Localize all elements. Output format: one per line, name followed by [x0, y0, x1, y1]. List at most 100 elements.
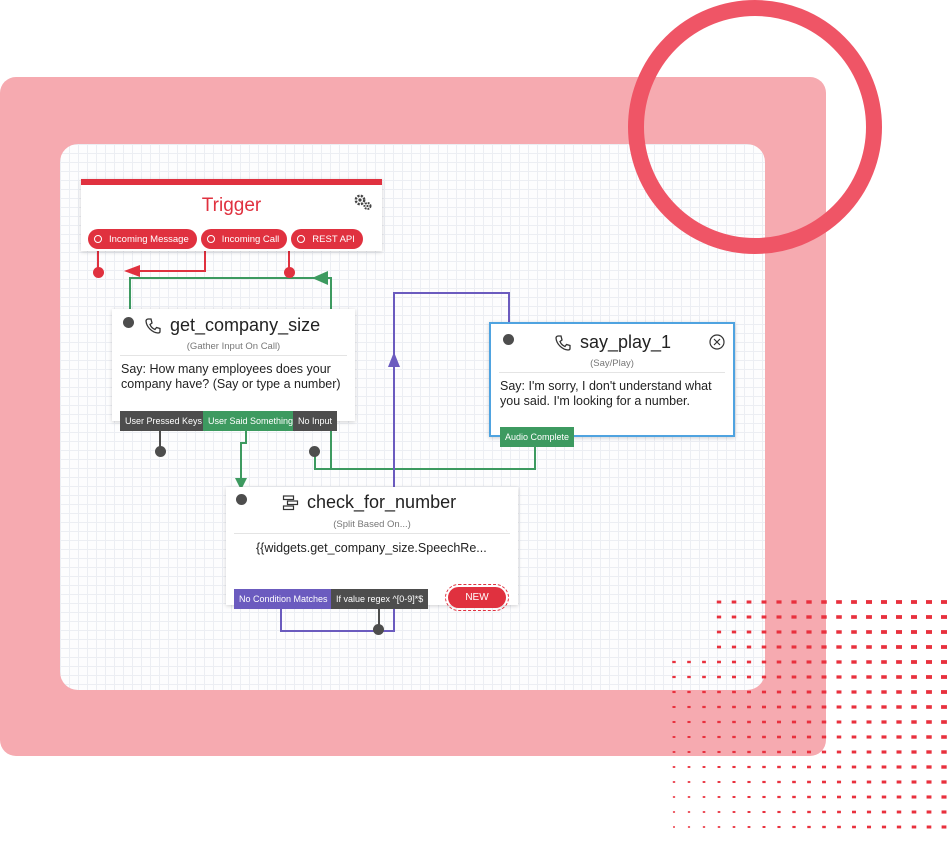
decor-dot [792, 765, 796, 769]
decor-dot [672, 751, 676, 753]
decor-dot [776, 630, 782, 634]
decor-dot [672, 660, 676, 664]
phone-icon [145, 317, 161, 334]
input-handle[interactable] [123, 317, 134, 328]
decor-dot [702, 781, 706, 783]
decor-dot [866, 780, 872, 784]
decor-dot [806, 630, 812, 634]
divider [499, 372, 725, 373]
decor-dot [881, 735, 887, 739]
new-condition-button[interactable]: NEW [445, 584, 509, 611]
widget-check-for-number[interactable]: check_for_number (Split Based On...) {{w… [226, 487, 518, 609]
phone-icon [555, 334, 571, 351]
decor-dot [821, 630, 827, 634]
decor-dot [747, 735, 751, 739]
decor-dot [911, 765, 917, 769]
decor-dot [731, 615, 737, 619]
pill-incoming-message[interactable]: Incoming Message [88, 229, 197, 249]
tag-no-condition-matches[interactable]: No Condition Matches [234, 589, 333, 609]
decor-dot [896, 825, 902, 829]
handle-incoming-message[interactable] [93, 267, 104, 278]
decor-dot [881, 675, 887, 679]
decor-dot [881, 690, 887, 694]
widget-body: Say: How many employees does your compan… [121, 362, 341, 391]
decor-dot [926, 600, 932, 604]
decor-dot [881, 780, 887, 784]
decor-dot [807, 765, 811, 769]
decor-dot [851, 615, 857, 619]
decorative-ring [628, 0, 882, 254]
pill-rest-api[interactable]: REST API [291, 229, 363, 249]
decor-dot [851, 780, 857, 784]
decor-dot [866, 735, 872, 739]
decor-dot [941, 765, 947, 769]
gear-icon[interactable] [352, 191, 374, 213]
decor-dot [791, 615, 797, 619]
decorative-dot-grid [672, 600, 947, 829]
widget-get-company-size[interactable]: get_company_size (Gather Input On Call) … [112, 309, 355, 431]
decor-dot [941, 660, 947, 664]
decor-dot [746, 675, 752, 679]
tag-user-said-something[interactable]: User Said Something [203, 411, 299, 431]
decor-dot [837, 825, 841, 829]
decor-dot [776, 645, 782, 649]
decor-dot [926, 630, 932, 634]
tag-no-input[interactable]: No Input [293, 411, 338, 431]
decor-dot [747, 765, 751, 769]
tag-if-value-regex[interactable]: If value regex ^[0-9]*$ [331, 589, 429, 609]
decor-dot [836, 735, 842, 739]
decor-dot [821, 705, 827, 709]
tag-audio-complete[interactable]: Audio Complete [500, 427, 575, 447]
decor-dot [702, 660, 706, 664]
widget-say-play-1[interactable]: say_play_1 (Say/Play) Say: I'm sorry, I … [489, 322, 735, 447]
pill-incoming-call[interactable]: Incoming Call [200, 229, 288, 249]
decor-dot [792, 810, 796, 814]
decor-dot [941, 705, 947, 709]
trigger-pill-row: Incoming Message Incoming Call REST API [88, 229, 363, 249]
handle-rest-api[interactable] [284, 267, 295, 278]
decor-dot [747, 750, 751, 754]
decor-dot [807, 825, 811, 829]
decor-dot [687, 781, 691, 783]
input-handle[interactable] [503, 334, 514, 345]
decor-dot [881, 750, 887, 754]
decor-dot [941, 690, 947, 694]
decor-dot [836, 765, 842, 769]
decor-dot [791, 735, 797, 739]
decor-dot [717, 705, 721, 709]
decor-dot [911, 675, 917, 679]
decor-dot [732, 765, 736, 769]
decor-dot [762, 750, 766, 754]
decor-dot [777, 750, 781, 754]
decor-dot [747, 780, 751, 784]
decor-dot [776, 705, 782, 709]
decor-dot [866, 600, 872, 604]
decor-dot [926, 810, 932, 814]
decor-dot [702, 720, 706, 724]
handle-if-value-regex[interactable] [373, 624, 384, 635]
decor-dot [731, 600, 737, 604]
decor-dot [761, 600, 767, 604]
decor-dot [896, 690, 902, 694]
decor-dot [851, 645, 857, 649]
decor-dot [806, 690, 812, 694]
decor-dot [687, 675, 691, 679]
input-handle[interactable] [236, 494, 247, 505]
trigger-widget[interactable]: Trigger Incoming Message Incoming Call R… [81, 179, 382, 251]
decor-dot [941, 795, 947, 799]
close-icon[interactable] [709, 334, 725, 350]
decor-dot [672, 781, 676, 783]
decor-dot [672, 766, 676, 768]
handle-user-pressed-keys[interactable] [155, 446, 166, 457]
decor-dot [792, 825, 796, 829]
decor-dot [866, 675, 872, 679]
decor-dot [911, 780, 917, 784]
handle-no-input[interactable] [309, 446, 320, 457]
decor-dot [746, 660, 752, 664]
decor-dot [866, 750, 872, 754]
decor-dot [881, 720, 887, 724]
tag-user-pressed-keys[interactable]: User Pressed Keys [120, 411, 208, 431]
decor-dot [732, 705, 736, 709]
decor-dot [881, 600, 887, 604]
decor-dot [732, 826, 736, 828]
